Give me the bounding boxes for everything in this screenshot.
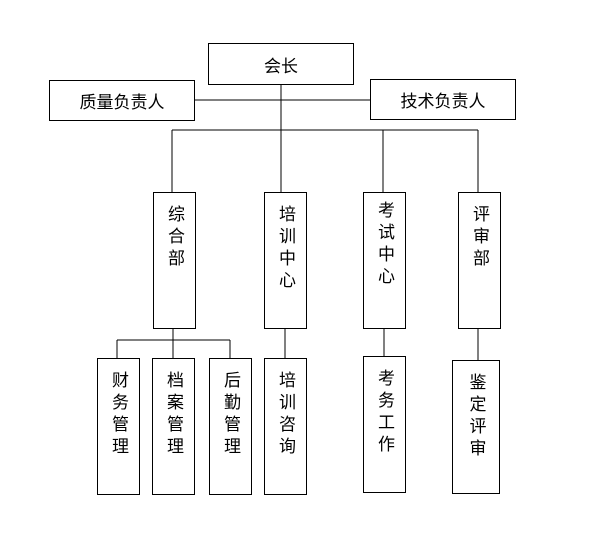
president-label: 会长 xyxy=(264,56,298,77)
finance-box: 财务管理 xyxy=(97,358,140,495)
quality-lead-label: 质量负责人 xyxy=(79,93,165,113)
appraisal-box: 鉴定评审 xyxy=(452,360,500,494)
training-center-label: 培训中心 xyxy=(275,205,295,293)
archives-box: 档案管理 xyxy=(152,358,195,495)
appraisal-label: 鉴定评审 xyxy=(465,373,486,461)
exam-center-label: 考试中心 xyxy=(374,201,394,289)
exam-work-box: 考务工作 xyxy=(363,356,406,493)
review-dept-label: 评审部 xyxy=(469,205,489,271)
exam-work-label: 考务工作 xyxy=(374,369,394,457)
exam-center-box: 考试中心 xyxy=(363,192,406,329)
general-dept-label: 综合部 xyxy=(164,205,184,271)
finance-label: 财务管理 xyxy=(108,371,128,459)
archives-label: 档案管理 xyxy=(163,371,183,459)
tech-lead-label: 技术负责人 xyxy=(400,92,486,112)
president-box: 会长 xyxy=(208,43,354,85)
consulting-label: 培训咨询 xyxy=(275,371,295,459)
general-dept-box: 综合部 xyxy=(153,192,196,329)
review-dept-box: 评审部 xyxy=(458,192,501,329)
consulting-box: 培训咨询 xyxy=(264,358,307,495)
quality-lead-box: 质量负责人 xyxy=(49,80,195,121)
logistics-box: 后勤管理 xyxy=(209,358,252,495)
tech-lead-box: 技术负责人 xyxy=(370,79,516,120)
training-center-box: 培训中心 xyxy=(264,192,307,329)
logistics-label: 后勤管理 xyxy=(220,371,240,459)
